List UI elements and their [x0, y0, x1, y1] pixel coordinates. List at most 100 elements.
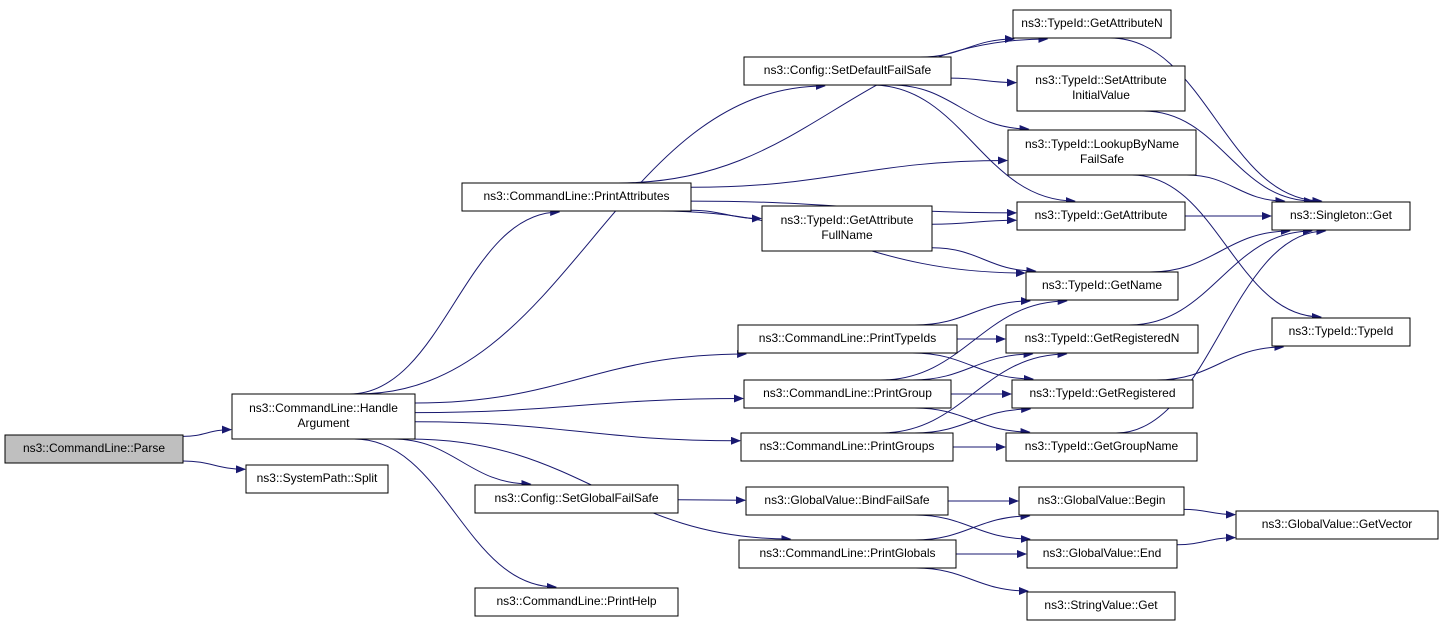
edge-getattrfull-to-getattr	[931, 216, 1017, 225]
edge-parse-to-handle	[182, 425, 232, 437]
edge-setdefault-to-getattr	[871, 84, 1076, 205]
node-box	[1271, 201, 1411, 231]
node-label: ns3::CommandLine::PrintTypeIds	[759, 331, 936, 345]
edge-printgroup-to-getregn	[912, 350, 1034, 381]
edge-getattrfull-to-getname	[931, 247, 1037, 275]
edge-handle-to-setglobal	[392, 438, 532, 488]
node-getattr[interactable]: ns3::TypeId::GetAttribute	[1016, 201, 1186, 231]
node-singleton[interactable]: ns3::Singleton::Get	[1271, 201, 1411, 231]
node-label: ns3::Config::SetGlobalFailSafe	[494, 491, 658, 505]
node-box	[743, 56, 952, 86]
edge-printattr-to-lookup	[690, 156, 1008, 188]
node-label: ns3::TypeId::LookupByName	[1025, 137, 1179, 151]
edge-getname-to-singleton	[1149, 227, 1291, 273]
edge-printgroup-to-getname	[880, 297, 1068, 381]
node-getregn[interactable]: ns3::TypeId::GetRegisteredN	[1005, 324, 1199, 354]
node-getvector[interactable]: ns3::GlobalValue::GetVector	[1235, 510, 1439, 540]
node-label: FullName	[821, 228, 873, 242]
node-setdefault[interactable]: ns3::Config::SetDefaultFailSafe	[743, 56, 952, 86]
node-label: ns3::CommandLine::PrintGlobals	[759, 546, 935, 560]
node-label: ns3::GlobalValue::BindFailSafe	[764, 493, 930, 507]
node-box	[1025, 271, 1179, 301]
node-typeid[interactable]: ns3::TypeId::TypeId	[1271, 317, 1411, 347]
node-box	[761, 205, 933, 252]
node-label: ns3::CommandLine::Handle	[249, 401, 398, 415]
node-box	[1011, 379, 1194, 409]
node-label: ns3::TypeId::GetName	[1042, 278, 1162, 292]
node-box	[474, 484, 679, 514]
node-printgroup[interactable]: ns3::CommandLine::PrintGroup	[743, 379, 952, 409]
node-label: ns3::GlobalValue::Begin	[1038, 493, 1166, 507]
node-printglobals[interactable]: ns3::CommandLine::PrintGlobals	[738, 539, 957, 569]
node-label: ns3::TypeId::GetRegistered	[1029, 386, 1175, 400]
node-label: ns3::CommandLine::Parse	[23, 441, 165, 455]
node-box	[737, 324, 958, 354]
node-label: ns3::SystemPath::Split	[257, 471, 378, 485]
edge-bindfailsafe-to-gvend	[914, 514, 1031, 543]
edge-setattrinit-to-singleton	[1143, 110, 1314, 205]
node-printhelp[interactable]: ns3::CommandLine::PrintHelp	[474, 587, 679, 617]
node-layer: ns3::CommandLine::Parsens3::CommandLine:…	[4, 9, 1439, 621]
node-box	[1235, 510, 1439, 540]
node-box	[740, 432, 954, 462]
edge-getreg-to-typeid	[1156, 343, 1285, 381]
edge-printattr-to-getattrn	[618, 35, 1049, 184]
edge-getregn-to-singleton	[1129, 227, 1313, 326]
node-label: Argument	[297, 416, 350, 430]
node-getgroupname[interactable]: ns3::TypeId::GetGroupName	[1005, 432, 1198, 462]
edge-gvend-to-getvector	[1176, 533, 1236, 546]
node-getname[interactable]: ns3::TypeId::GetName	[1025, 271, 1179, 301]
node-bindfailsafe[interactable]: ns3::GlobalValue::BindFailSafe	[745, 486, 949, 516]
edge-handle-to-printtypeids	[414, 350, 748, 404]
node-label: ns3::StringValue::Get	[1044, 598, 1158, 612]
edge-printtypeids-to-getreg	[912, 352, 1034, 383]
node-printgroups[interactable]: ns3::CommandLine::PrintGroups	[740, 432, 954, 462]
edge-handle-to-printgroups	[414, 421, 741, 445]
node-box	[743, 379, 952, 409]
edge-lookup-to-singleton	[1186, 174, 1286, 205]
edge-handle-to-printhelp	[354, 438, 557, 591]
node-box	[738, 539, 957, 569]
node-box	[1026, 539, 1178, 569]
node-parse[interactable]: ns3::CommandLine::Parse	[4, 434, 184, 464]
node-strget[interactable]: ns3::StringValue::Get	[1026, 591, 1176, 621]
node-label: ns3::Config::SetDefaultFailSafe	[764, 63, 932, 77]
node-label: ns3::CommandLine::PrintAttributes	[483, 189, 669, 203]
node-box	[1018, 486, 1185, 516]
node-gvbegin[interactable]: ns3::GlobalValue::Begin	[1018, 486, 1185, 516]
edge-handle-to-printattr	[349, 208, 561, 395]
node-box	[1016, 201, 1186, 231]
edge-setdefault-to-setattrinit	[950, 77, 1017, 87]
node-box	[1005, 432, 1198, 462]
node-label: ns3::CommandLine::PrintGroups	[760, 439, 935, 453]
node-box	[4, 434, 184, 464]
node-getattrn[interactable]: ns3::TypeId::GetAttributeN	[1012, 9, 1172, 39]
node-gvend[interactable]: ns3::GlobalValue::End	[1026, 539, 1178, 569]
node-split[interactable]: ns3::SystemPath::Split	[245, 464, 389, 494]
node-printattr[interactable]: ns3::CommandLine::PrintAttributes	[461, 182, 692, 212]
node-printtypeids[interactable]: ns3::CommandLine::PrintTypeIds	[737, 324, 958, 354]
node-label: ns3::TypeId::SetAttribute	[1035, 73, 1167, 87]
edge-printtypeids-to-getname	[914, 297, 1031, 326]
node-label: InitialValue	[1072, 88, 1130, 102]
node-label: FailSafe	[1080, 152, 1124, 166]
node-setglobal[interactable]: ns3::Config::SetGlobalFailSafe	[474, 484, 679, 514]
node-label: ns3::TypeId::GetGroupName	[1025, 439, 1179, 453]
node-getreg[interactable]: ns3::TypeId::GetRegistered	[1011, 379, 1194, 409]
edge-printgroups-to-getreg	[914, 405, 1032, 434]
node-box	[1026, 591, 1176, 621]
node-box	[1005, 324, 1199, 354]
edge-handle-to-setdefault	[357, 82, 826, 395]
node-box	[1012, 9, 1172, 39]
node-box	[1271, 317, 1411, 347]
node-label: ns3::CommandLine::PrintGroup	[763, 386, 932, 400]
node-label: ns3::TypeId::GetAttribute	[781, 213, 914, 227]
node-box	[245, 464, 389, 494]
node-box	[745, 486, 949, 516]
edge-parse-to-split	[182, 460, 246, 474]
edge-getgroupname-to-singleton	[1115, 227, 1327, 434]
